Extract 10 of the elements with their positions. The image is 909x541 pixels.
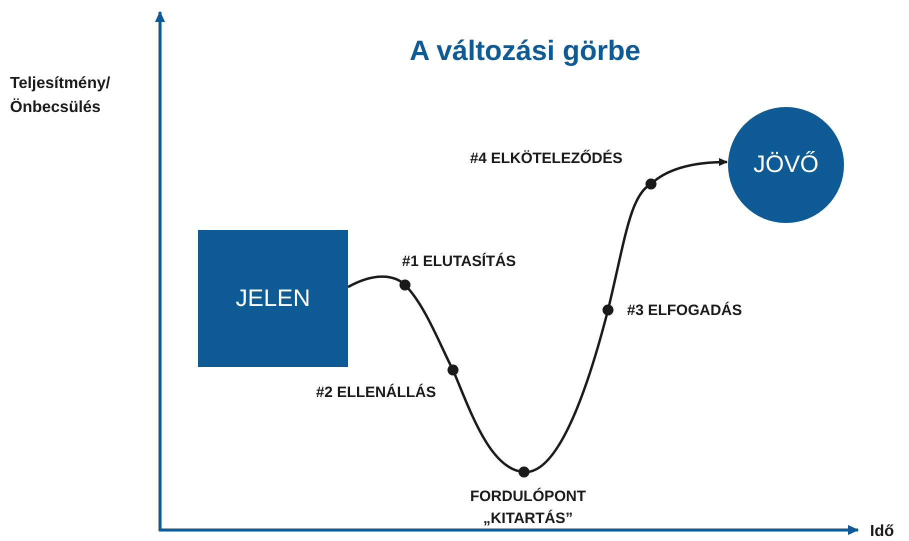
stage-box: JELEN [198,230,348,367]
change-curve [347,158,728,474]
axis-label: Teljesítmény/ Önbecsülés [10,74,112,118]
stage-label: FORDULÓPONT „KITARTÁS” [469,486,587,529]
stage-label: #2 ELLENÁLLÁS [316,382,438,403]
stage-label: #4 ELKÖTELEZŐDÉS [470,148,624,169]
axis-label: Idő [870,522,895,541]
stage-label: #3 ELFOGADÁS [627,300,744,321]
title: A változási görbe [408,34,642,68]
stage-label: #1 ELUTASÍTÁS [402,252,517,272]
